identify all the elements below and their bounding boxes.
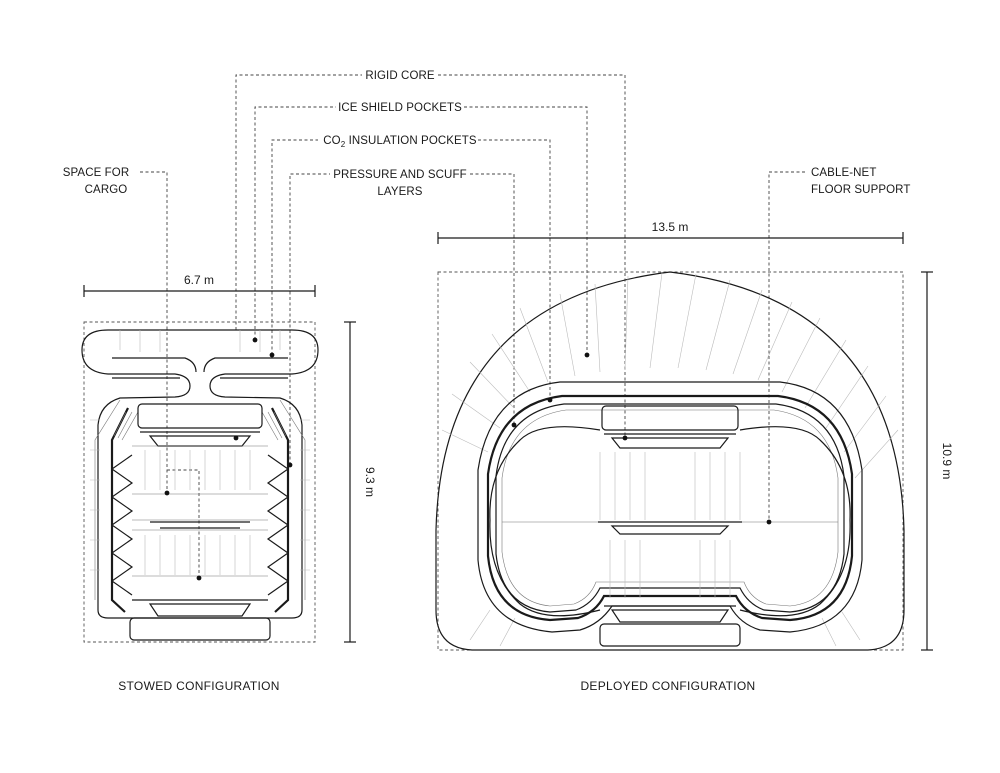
label-co2-suffix: INSULATION POCKETS [345,135,477,147]
label-cable-net-line-1: CABLE-NET [811,167,876,179]
deployed-dot-ice-shield [584,352,590,358]
deployed-width-label: 13.5 m [652,220,689,234]
deployed-dot-cable-net [766,519,772,525]
stowed-dot-cargo-lower [196,575,202,581]
deployed-pressure-layers [477,381,863,633]
stowed-caption: STOWED CONFIGURATION [118,679,280,693]
label-pressure-line-1: PRESSURE AND SCUFF [333,169,466,181]
deployed-height-label: 10.9 m [940,443,954,480]
callout-leaders [140,74,805,578]
stowed-configuration: 6.7 m 9.3 m [81,273,377,693]
stowed-height-label: 9.3 m [363,467,377,497]
deployed-rigid-core [598,405,742,647]
stowed-rigid-core [129,403,271,641]
stowed-folded-shell [81,329,319,619]
stowed-width-label: 6.7 m [184,273,214,287]
deployed-envelope-frame [437,271,904,651]
label-pressure-line-2: LAYERS [377,186,422,198]
label-ice-shield-pockets: ICE SHIELD POCKETS [338,102,462,114]
deployed-dot-pressure [511,422,517,428]
stowed-dot-cargo-upper [164,490,170,496]
deployed-caption: DEPLOYED CONFIGURATION [580,679,755,693]
stowed-envelope-frame [83,321,316,643]
stowed-dot-rigid-core [233,435,239,441]
label-rigid-core: RIGID CORE [365,70,435,82]
label-co2-insulation-pockets: CO2 INSULATION POCKETS [323,135,477,149]
label-cargo-line-2: CARGO [85,184,128,196]
deployed-configuration: 13.5 m 10.9 m [435,220,954,693]
label-co2-prefix: CO [323,135,340,147]
label-cable-net-line-2: FLOOR SUPPORT [811,184,911,196]
stowed-height-dimension: 9.3 m [344,321,377,643]
deployed-height-dimension: 10.9 m [921,271,954,651]
stowed-dot-ice-shield [252,337,258,343]
deployed-width-dimension: 13.5 m [437,220,904,244]
label-co2-subscript: 2 [341,140,346,149]
deployed-dot-co2 [547,397,553,403]
label-cargo-line-1: SPACE FOR [63,167,130,179]
deployed-ice-shield [435,271,905,651]
deployed-dot-rigid-core [622,435,628,441]
stowed-dot-pressure [287,462,293,468]
stowed-pleated-walls [110,407,290,613]
stowed-width-dimension: 6.7 m [83,273,316,297]
stowed-dot-co2 [269,352,275,358]
